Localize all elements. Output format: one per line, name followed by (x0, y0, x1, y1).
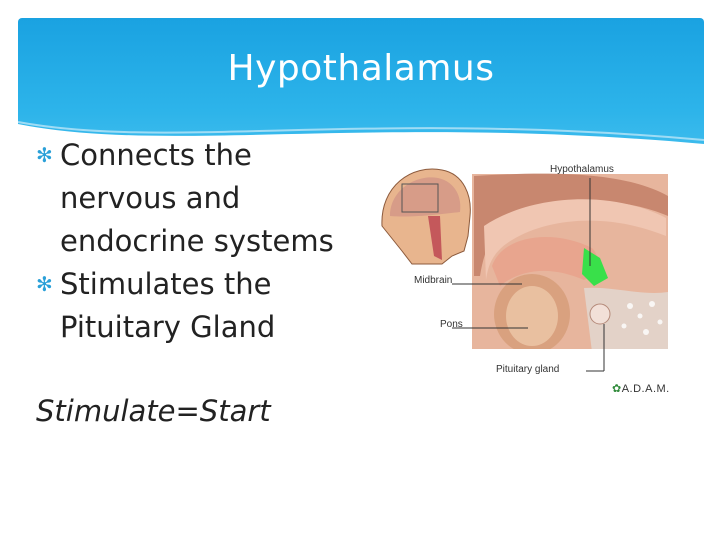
asterisk-bullet-icon: ✻ (36, 143, 53, 167)
bullet-item: ✻ Connects the nervous and endocrine sys… (36, 134, 366, 263)
head-profile-thumbnail (381, 168, 471, 265)
brain-cross-section (472, 173, 668, 355)
definition-note: Stimulate=Start (36, 394, 271, 428)
adam-logo-icon: ✿ (612, 383, 622, 395)
label-pituitary: Pituitary gland (496, 364, 560, 375)
adam-logo: ✿A.D.A.M. (612, 383, 670, 395)
bullet-text: Connects the nervous and endocrine syste… (60, 138, 334, 258)
asterisk-bullet-icon: ✻ (36, 272, 53, 296)
label-midbrain: Midbrain (414, 275, 453, 286)
bullet-item: ✻ Stimulates the Pituitary Gland (36, 263, 366, 349)
leader-lines (452, 178, 605, 372)
label-hypothalamus: Hypothalamus (550, 164, 614, 175)
label-pons: Pons (440, 319, 463, 330)
brain-illustration (381, 168, 668, 372)
bullet-text: Stimulates the Pituitary Gland (60, 267, 276, 344)
brain-anatomy-figure: Hypothalamus Midbrain Pons Pituitary gla… (372, 156, 672, 396)
slide-title: Hypothalamus (227, 48, 495, 89)
bullet-list: ✻ Connects the nervous and endocrine sys… (36, 134, 366, 349)
